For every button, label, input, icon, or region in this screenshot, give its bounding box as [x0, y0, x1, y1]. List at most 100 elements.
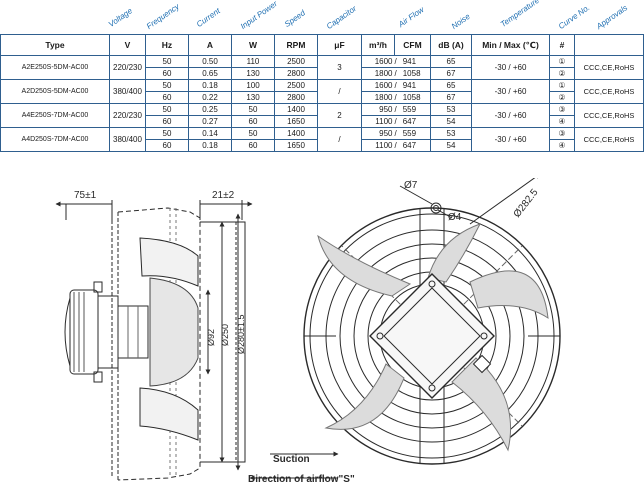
temperature-cell: -30 / +60 [471, 127, 550, 152]
power-cell: 110 [231, 55, 275, 68]
airflow-cfm-value: 941 [402, 81, 417, 90]
dim-bolt-circle: Ø282.5 [512, 187, 541, 220]
noise-cell: 54 [430, 115, 472, 128]
power-cell: 50 [231, 103, 275, 116]
voltage-cell: 380/400 [109, 79, 146, 104]
curve-number: ① [558, 57, 566, 66]
airflow-cfm-cell: / 1058 [394, 67, 431, 80]
curve-cell: ① [549, 79, 575, 92]
airflow-cfm-cell: / 559 [394, 103, 431, 116]
frequency-cell: 60 [145, 67, 189, 80]
airflow-separator: / [394, 93, 397, 102]
noise-cell: 67 [430, 67, 472, 80]
airflow-cfm-value: 1058 [402, 93, 421, 102]
unit-airflow-cfm: CFM [394, 34, 431, 56]
airflow-cfm-cell: /941 [394, 55, 431, 68]
frequency-cell: 50 [145, 79, 189, 92]
header-current: Current [194, 6, 222, 29]
noise-cell: 54 [430, 139, 472, 152]
side-view: 75±1 21±2 [55, 190, 339, 481]
airflow-m3h-cell: 1600 [361, 55, 395, 68]
unit-curve: # [549, 34, 575, 56]
header-approvals: Approvals [594, 3, 630, 31]
airflow-cfm-value: 941 [402, 57, 417, 66]
header-frequency: Frequency [144, 1, 181, 32]
airflow-m3h-cell: 950 [361, 103, 395, 116]
unit-type: Type [0, 34, 110, 56]
power-cell: 130 [231, 67, 275, 80]
curve-number: ④ [558, 141, 566, 150]
header-capacitor: Capacitor [324, 3, 359, 31]
curve-cell: ② [549, 67, 575, 80]
voltage-cell: 220/230 [109, 55, 146, 80]
current-cell: 0.14 [188, 127, 232, 140]
airflow-separator: / [394, 129, 397, 138]
label-suction: Suction [273, 454, 310, 465]
capacitor-cell: / [317, 79, 362, 104]
curve-number: ② [558, 93, 566, 102]
model-cell: A2E250S-5DM-AC00 [0, 55, 110, 80]
curve-cell: ③ [549, 103, 575, 116]
unit-airflow-m3h: m³/h [361, 34, 395, 56]
airflow-cfm-value: 647 [402, 117, 417, 126]
model-cell: A2D250S-5DM-AC00 [0, 79, 110, 104]
unit-temperature: Min / Max (℃) [471, 34, 550, 56]
approvals-cell: CCC,CE,RoHS [574, 55, 644, 80]
curve-number: ③ [558, 105, 566, 114]
airflow-cfm-cell: /941 [394, 79, 431, 92]
airflow-m3h-cell: 1600 [361, 79, 395, 92]
technical-drawing: 75±1 21±2 [55, 178, 561, 485]
frequency-cell: 60 [145, 115, 189, 128]
airflow-cfm-cell: /647 [394, 139, 431, 152]
curve-cell: ① [549, 55, 575, 68]
approvals-cell: CCC,CE,RoHS [574, 127, 644, 152]
noise-cell: 53 [430, 127, 472, 140]
unit-speed: RPM [274, 34, 318, 56]
header-speed: Speed [282, 8, 307, 30]
model-cell: A4D250S-7DM-AC00 [0, 127, 110, 152]
approvals-cell: CCC,CE,RoHS [574, 103, 644, 128]
curve-cell: ② [549, 91, 575, 104]
units-row: Type V Hz A W RPM μF m³/h CFM dB (A) Min… [0, 34, 644, 56]
speed-cell: 1400 [274, 127, 318, 140]
curve-cell: ④ [549, 139, 575, 152]
power-cell: 130 [231, 91, 275, 104]
curve-number: ④ [558, 117, 566, 126]
dim-guard: Ø280±1.5 [236, 315, 246, 354]
front-view [303, 178, 561, 465]
airflow-cfm-cell: / 559 [394, 127, 431, 140]
dim-hole-outer: Ø7 [404, 180, 418, 191]
airflow-m3h-cell: 1800 [361, 67, 395, 80]
airflow-m3h-cell: 1100 [361, 115, 395, 128]
dim-guard-depth: 21±2 [212, 190, 235, 201]
spec-table: Type V Hz A W RPM μF m³/h CFM dB (A) Min… [0, 34, 644, 152]
current-cell: 0.18 [188, 139, 232, 152]
airflow-cfm-value: 559 [402, 129, 417, 138]
speed-cell: 2800 [274, 91, 318, 104]
curve-number: ② [558, 69, 566, 78]
voltage-cell: 380/400 [109, 127, 146, 152]
dim-shaft: Ø92 [206, 329, 216, 346]
airflow-separator: / [394, 69, 397, 78]
dim-hole-inner: Ø4 [448, 212, 462, 223]
frequency-cell: 50 [145, 103, 189, 116]
speed-cell: 1650 [274, 115, 318, 128]
airflow-separator: / [394, 141, 397, 150]
airflow-separator: / [394, 105, 397, 114]
airflow-cfm-value: 1058 [402, 69, 421, 78]
header-noise: Noise [449, 11, 472, 31]
unit-capacitor: μF [317, 34, 362, 56]
airflow-m3h-cell: 1800 [361, 91, 395, 104]
capacitor-cell: / [317, 127, 362, 152]
current-cell: 0.18 [188, 79, 232, 92]
header-voltage: Voltage [106, 6, 134, 29]
current-cell: 0.25 [188, 103, 232, 116]
curve-cell: ④ [549, 115, 575, 128]
unit-power: W [231, 34, 275, 56]
speed-cell: 2500 [274, 55, 318, 68]
temperature-cell: -30 / +60 [471, 55, 550, 80]
unit-noise: dB (A) [430, 34, 472, 56]
airflow-cfm-value: 559 [402, 105, 417, 114]
